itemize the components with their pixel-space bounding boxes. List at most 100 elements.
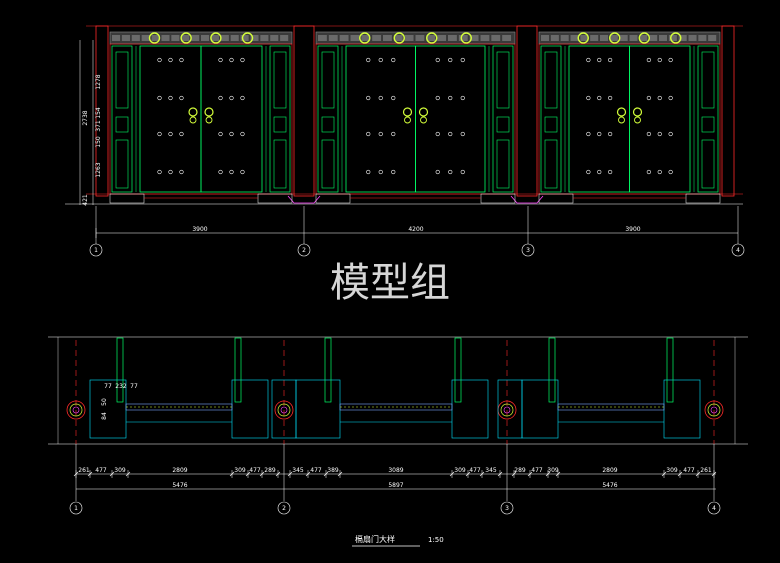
plan-wall-block xyxy=(295,379,341,439)
vdim-371: 371 xyxy=(95,120,102,132)
door-stud xyxy=(668,131,673,137)
lintel-carving xyxy=(480,35,490,41)
rosette xyxy=(577,32,589,44)
door-stud xyxy=(460,95,465,101)
lintel-carving xyxy=(469,35,479,41)
door-stud xyxy=(597,95,602,101)
sill-block xyxy=(685,193,721,204)
column-1 xyxy=(95,25,109,197)
side-panel-top xyxy=(273,51,287,109)
door-stud xyxy=(240,131,245,137)
door-stud xyxy=(608,95,613,101)
door-stud xyxy=(378,95,383,101)
lintel-carving xyxy=(339,35,349,41)
rosette xyxy=(210,32,222,44)
plan-column-center xyxy=(503,406,511,414)
lintel-carving xyxy=(629,35,638,41)
lintel-carving xyxy=(171,35,180,41)
detail-dim-label: 345 xyxy=(485,467,497,474)
side-panel-top xyxy=(701,51,715,109)
door-stud xyxy=(229,57,234,63)
door-stud xyxy=(366,131,371,137)
side-leaf xyxy=(697,45,719,193)
lintel-carving xyxy=(350,35,360,41)
door-stud xyxy=(229,169,234,175)
door-stud xyxy=(608,131,613,137)
lintel-carving xyxy=(328,35,338,41)
lintel-carving xyxy=(678,35,687,41)
vdim-421: 421 xyxy=(82,194,89,206)
lintel-carving xyxy=(112,35,121,41)
dim-slash xyxy=(245,471,251,477)
door-stud xyxy=(240,95,245,101)
detail-dim-label: 345 xyxy=(292,467,304,474)
plan-post xyxy=(548,337,556,403)
door-leaf-right xyxy=(629,45,691,193)
dim-slash xyxy=(125,471,131,477)
door-stud xyxy=(657,131,662,137)
side-panel-top xyxy=(321,51,335,109)
door-stud xyxy=(179,57,184,63)
detail-dim-label: 309 xyxy=(666,467,678,474)
dim-slash xyxy=(449,471,455,477)
door-stud xyxy=(586,57,591,63)
plan-dim-77a: 77 xyxy=(104,383,112,390)
detail-dim-label: 2809 xyxy=(172,467,187,474)
plan-column-4 xyxy=(704,400,724,420)
door-stud xyxy=(378,169,383,175)
plan-post xyxy=(234,337,242,403)
svg-text:3: 3 xyxy=(526,247,530,254)
side-panel-bottom xyxy=(701,139,715,189)
elevation-axis-4: 4 xyxy=(731,243,745,257)
door-stud xyxy=(608,169,613,175)
door-stud xyxy=(240,169,245,175)
detail-dim-label: 2809 xyxy=(602,467,617,474)
lintel-carving xyxy=(458,35,468,41)
drawing-title: 槅扇门大样 1:50 xyxy=(352,534,444,547)
door-stud xyxy=(157,95,162,101)
door-stud xyxy=(448,95,453,101)
door-leaf-right xyxy=(415,45,486,193)
door-stud xyxy=(391,131,396,137)
lintel-carving xyxy=(201,35,210,41)
plan-span-2-3: 5897 xyxy=(388,482,403,489)
lintel-carving xyxy=(560,35,569,41)
door-stud xyxy=(157,57,162,63)
lintel-carving xyxy=(131,35,140,41)
plan-wall-block xyxy=(521,379,559,439)
plan-column-2 xyxy=(274,400,294,420)
plan-post xyxy=(666,337,674,403)
door-stud xyxy=(597,57,602,63)
dim-slash xyxy=(695,471,701,477)
plan-column-core xyxy=(500,403,514,417)
column-3 xyxy=(516,25,538,197)
door-stud xyxy=(586,95,591,101)
knocker xyxy=(632,107,643,117)
detail-dim-label: 309 xyxy=(234,467,246,474)
detail-dim-label: 309 xyxy=(547,467,559,474)
lintel-carving xyxy=(619,35,628,41)
lintel-carving xyxy=(570,35,579,41)
door-stud xyxy=(668,169,673,175)
sill-block xyxy=(538,193,574,204)
detail-dim-label: 477 xyxy=(531,467,543,474)
door-stud xyxy=(229,131,234,137)
plan-axis-2: 2 xyxy=(277,444,291,515)
plan-column-center xyxy=(710,406,718,414)
plan-span-3-4: 5476 xyxy=(602,482,617,489)
lintel-carving xyxy=(541,35,550,41)
side-panel-bottom xyxy=(273,139,287,189)
lintel-carving xyxy=(426,35,436,41)
vdim-1278: 1278 xyxy=(95,74,102,89)
door-stud xyxy=(179,95,184,101)
detail-dim-label: 477 xyxy=(469,467,481,474)
side-panel-mid xyxy=(273,116,287,133)
door-stud xyxy=(435,131,440,137)
dim-slash xyxy=(677,471,683,477)
plan-dim-84: 84 xyxy=(101,412,108,420)
lintel-carving xyxy=(580,35,589,41)
knocker-ring xyxy=(634,116,641,124)
lintel-carving xyxy=(649,35,658,41)
svg-text:1: 1 xyxy=(94,247,98,254)
